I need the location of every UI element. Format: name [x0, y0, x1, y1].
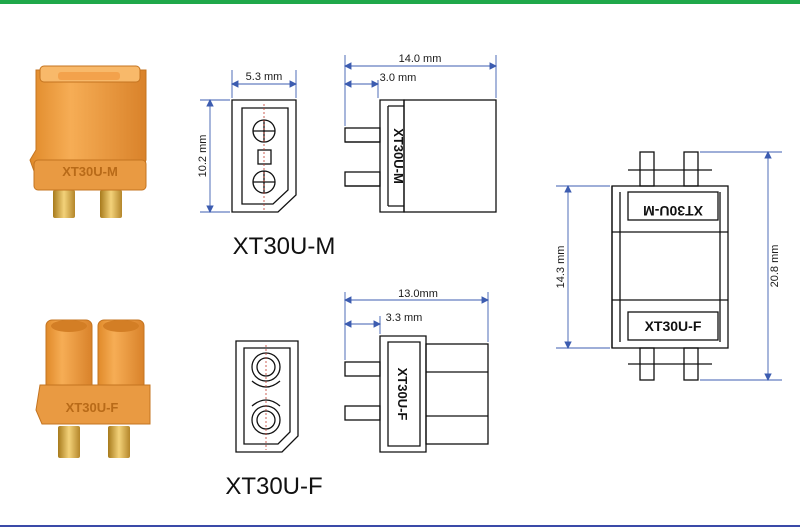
male-side-body: [403, 99, 497, 213]
mated-seam-lines: [612, 231, 728, 301]
mated-overall-height-dim: 20.8 mm: [769, 245, 781, 288]
female-side-pin-bottom: [344, 405, 381, 421]
male-side-pin-top: [344, 127, 381, 143]
female-socket-left: [51, 320, 87, 332]
female-tab-dim: 3.3 mm: [386, 312, 423, 324]
mated-pin-top-left: [639, 151, 655, 187]
male-center-key: [257, 149, 272, 165]
male-side-flange-inner: [387, 105, 404, 207]
mated-dims: [556, 150, 782, 382]
xt30u-m-photo: XT30U-M: [29, 65, 147, 218]
male-top-slot: [58, 72, 120, 80]
male-side-pin-bottom: [344, 171, 381, 187]
mated-bottom-marking: XT30U-F: [645, 318, 702, 334]
male-length-dim: 14.0 mm: [399, 53, 442, 65]
female-front-outline: [235, 340, 299, 453]
male-tab-dim: 3.0 mm: [380, 72, 417, 84]
female-side-pin-top: [344, 361, 381, 377]
male-front-inner: [241, 107, 289, 205]
female-photo-marking: XT30U-F: [66, 400, 119, 415]
female-pin-left: [58, 426, 80, 458]
male-height-dim: 10.2 mm: [197, 135, 209, 178]
male-photo-marking: XT30U-M: [62, 164, 118, 179]
male-side-view: [344, 99, 497, 213]
female-length-dim: 13.0mm: [398, 288, 438, 300]
top-accent-line: [0, 0, 800, 4]
xt30u-f-photo: XT30U-F: [35, 319, 151, 458]
male-pin-cross-top: [253, 120, 275, 142]
male-base: [33, 159, 147, 191]
bottom-accent-line: [0, 525, 800, 527]
male-front-outline: [231, 99, 297, 213]
female-socket-right: [103, 320, 139, 332]
mated-assembly: [611, 151, 729, 381]
male-pin-left: [53, 190, 75, 218]
mated-top-marking: XT30U-M: [643, 203, 703, 219]
female-base: [35, 384, 151, 425]
female-front-inner: [243, 347, 291, 445]
female-pin-right: [108, 426, 130, 458]
female-side-dims: [343, 292, 490, 360]
male-side-marking: XT30U-M: [391, 128, 406, 184]
female-caption: XT30U-F: [225, 473, 322, 500]
mated-body-inner: [611, 186, 721, 348]
male-pin-right: [100, 190, 122, 218]
mated-pin-top-right: [683, 151, 699, 187]
mated-body-height-dim: 14.3 mm: [555, 246, 567, 289]
female-side-marking: XT30U-F: [395, 368, 410, 421]
male-caption: XT30U-M: [233, 233, 336, 260]
male-front-view: [231, 99, 297, 213]
female-front-view: [235, 340, 299, 453]
mated-bottom-panel: [627, 311, 719, 341]
male-front-dims: [200, 70, 298, 214]
male-side-dims: [343, 55, 498, 126]
male-side-pin-edges: [345, 141, 380, 187]
mated-flange-lines: [628, 169, 712, 365]
female-side-flange-inner: [387, 341, 421, 447]
mated-top-panel: [627, 191, 719, 221]
male-width-dim: 5.3 mm: [246, 71, 283, 83]
female-side-barrel-lines: [426, 371, 488, 417]
female-side-view: [344, 335, 489, 453]
female-side-barrel: [425, 343, 489, 445]
